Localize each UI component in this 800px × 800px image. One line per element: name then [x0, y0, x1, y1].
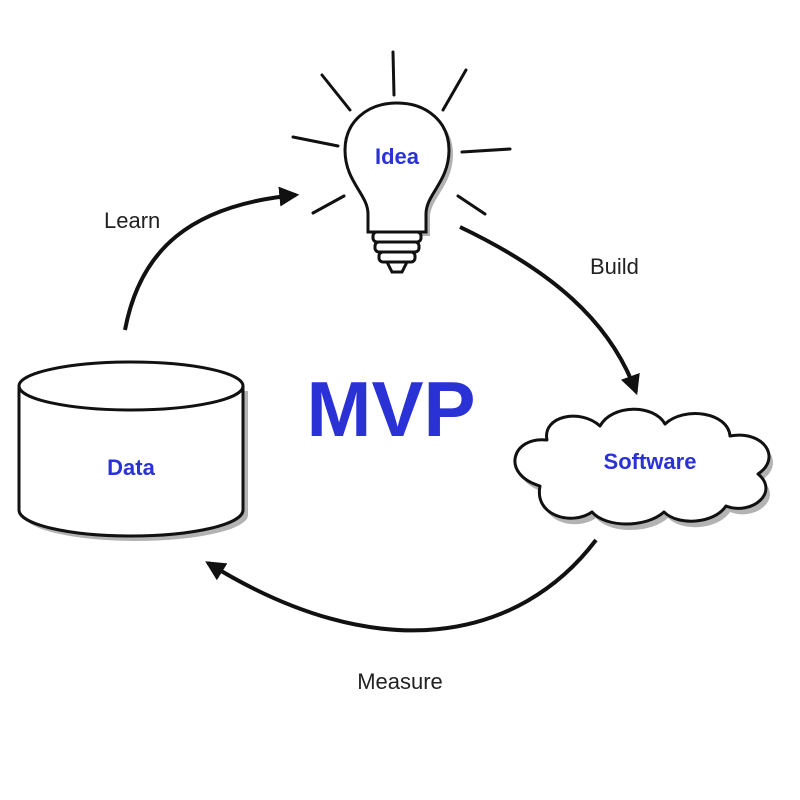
bulb-glass [343, 101, 451, 234]
idea-label: Idea [375, 144, 420, 169]
learn-label: Learn [104, 208, 160, 233]
light-rays-icon [291, 50, 512, 216]
software-label: Software [604, 449, 697, 474]
light-bulb-icon [343, 101, 453, 274]
software-node: Software [513, 407, 773, 530]
build-arrow [459, 225, 640, 396]
bulb-base [371, 230, 423, 274]
idea-node: Idea [291, 50, 512, 274]
mvp-title: MVP [306, 365, 475, 453]
cloud-icon [513, 407, 771, 526]
measure-label: Measure [357, 669, 443, 694]
cylinder-body [17, 386, 245, 538]
learn-arrow [123, 186, 300, 331]
database-cylinder-icon [17, 360, 245, 412]
measure-arrow [205, 538, 598, 633]
data-label: Data [107, 455, 155, 480]
build-label: Build [590, 254, 639, 279]
data-node: Data [17, 360, 248, 541]
